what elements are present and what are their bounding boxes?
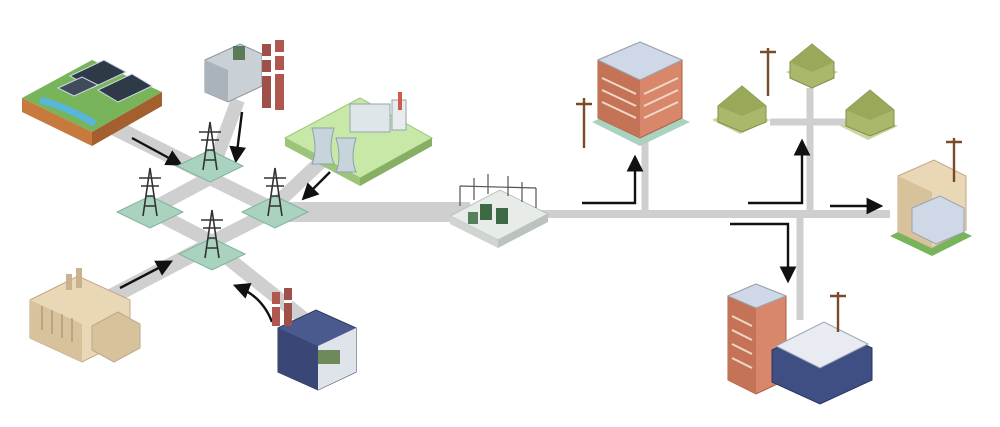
tower-icon bbox=[264, 167, 286, 217]
utility-pole-icon bbox=[760, 48, 776, 96]
arrow-solar-to-hub bbox=[131, 136, 183, 166]
arrow-to-commercial bbox=[730, 222, 797, 284]
substation-icon bbox=[448, 174, 550, 248]
industrial-facility-icon bbox=[890, 138, 972, 256]
solar-farm-icon bbox=[22, 59, 162, 146]
utility-pole-icon bbox=[830, 292, 846, 332]
tower-hub bbox=[115, 121, 310, 271]
utility-pole-icon bbox=[946, 138, 962, 182]
tower-icon bbox=[201, 209, 223, 259]
arrow-gas-to-hub bbox=[232, 282, 274, 323]
arrow-to-office bbox=[582, 154, 644, 205]
arrow-coal-to-hub bbox=[229, 111, 247, 164]
utility-pole-icon bbox=[576, 98, 592, 148]
arrow-to-houses bbox=[748, 138, 811, 205]
tower-icon bbox=[139, 167, 161, 217]
nuclear-plant-icon bbox=[283, 92, 434, 186]
arrow-nuclear-to-hub bbox=[301, 171, 331, 201]
gas-plant-icon bbox=[272, 288, 357, 391]
tower-icon bbox=[199, 121, 221, 171]
arrow-factory-to-hub bbox=[119, 260, 173, 290]
coal-plant-icon bbox=[204, 40, 284, 110]
houses-icon bbox=[712, 43, 898, 140]
commercial-complex-icon bbox=[726, 283, 873, 405]
flow-arrows bbox=[119, 111, 884, 323]
office-building-icon bbox=[576, 41, 690, 148]
factory-plant-icon bbox=[29, 268, 141, 363]
